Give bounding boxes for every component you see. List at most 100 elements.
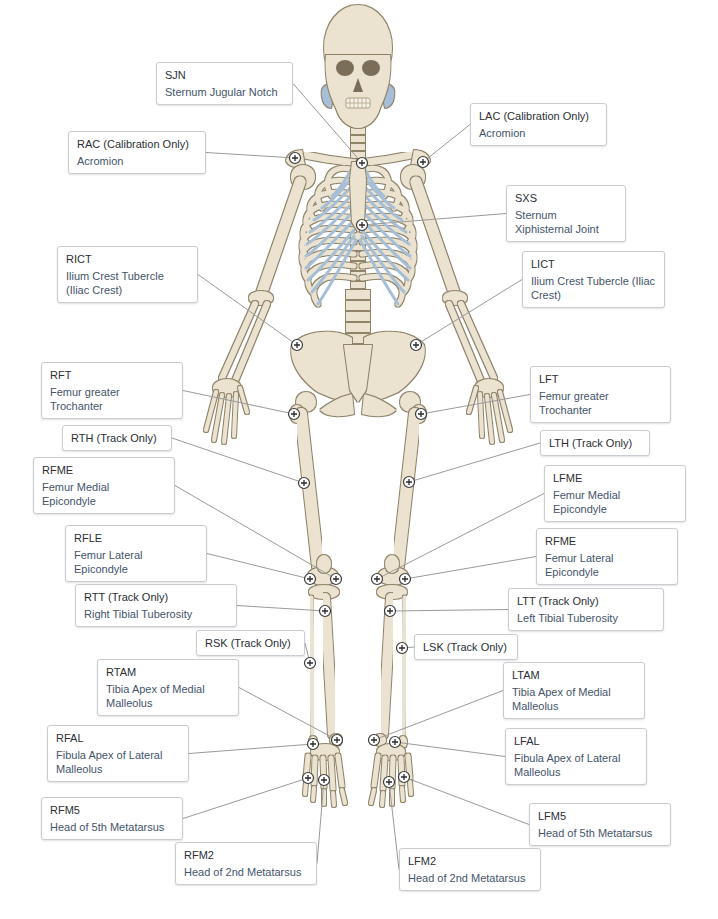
label-box: LTT (Track Only)Left Tibial Tuberosity <box>508 588 664 631</box>
description-label: Ilium Crest Tubercle (Iliac Crest) <box>531 274 656 302</box>
pubis <box>320 394 354 416</box>
fingers <box>206 388 247 442</box>
landmark-marker <box>397 643 408 654</box>
face <box>326 55 391 128</box>
code-label: RSK (Track Only) <box>205 636 296 650</box>
description-label: Fibula Apex of Lateral Malleolus <box>514 751 638 779</box>
marker-plus <box>401 774 407 780</box>
code-label: RFT <box>50 368 174 382</box>
label-box: RSK (Track Only) <box>196 630 305 656</box>
leader-line <box>389 782 399 870</box>
marker-plus <box>402 576 408 582</box>
landmark-marker <box>390 737 401 748</box>
marker-plus <box>399 645 405 651</box>
label-box: RFLEFemur Lateral Epicondyle <box>65 525 207 582</box>
landmark-marker <box>290 153 301 164</box>
marker-circle <box>303 773 314 784</box>
marker-circle <box>331 574 342 585</box>
skeleton-half-mirrored <box>360 84 510 805</box>
marker-circle <box>290 153 301 164</box>
landmark-marker <box>289 409 300 420</box>
label-box: RFMEFemur Lateral Epicondyle <box>536 528 678 585</box>
code-label: LFAL <box>514 734 638 748</box>
marker-circle <box>308 739 319 750</box>
description-label: Sternum Xiphisternal Joint <box>515 208 617 236</box>
code-label: LAC (Calibration Only) <box>479 109 598 123</box>
patella <box>317 555 331 573</box>
leader-line <box>293 84 362 164</box>
leader-line <box>405 557 536 580</box>
marker-circle <box>399 772 410 783</box>
code-label: RFM2 <box>184 848 308 862</box>
label-box: LFT Femur greater Trochanter <box>530 366 671 423</box>
code-label: RTH (Track Only) <box>71 431 163 445</box>
landmark-marker <box>357 220 368 231</box>
marker-circle <box>292 340 303 351</box>
code-label: RTAM <box>106 665 230 679</box>
tibia <box>325 598 333 734</box>
leader-line <box>423 125 470 163</box>
label-box: LFMEFemur Medial Epicondyle <box>544 465 686 522</box>
landmark-marker <box>385 606 396 617</box>
leader-line <box>416 280 522 346</box>
description-label: Head of 2nd Metatarsus <box>184 865 308 879</box>
marker-plus <box>307 576 313 582</box>
code-label: LFM2 <box>408 854 532 868</box>
landmark-marker <box>303 773 314 784</box>
code-label: LFT <box>539 372 662 386</box>
label-box: SXSSternum Xiphisternal Joint <box>506 185 626 242</box>
label-box: LFM2Head of 2nd Metatarsus <box>399 848 541 891</box>
marker-circle <box>400 574 411 585</box>
code-label: RICT <box>66 252 189 266</box>
description-label: Femur greater Trochanter <box>539 389 662 417</box>
marker-circle <box>384 777 395 788</box>
marker-circle <box>299 478 310 489</box>
marker-circle <box>305 658 316 669</box>
landmark-marker <box>399 772 410 783</box>
marker-plus <box>418 411 424 417</box>
marker-circle <box>369 735 380 746</box>
marker-circle <box>320 606 331 617</box>
marker-plus <box>305 775 311 781</box>
marker-plus <box>374 576 380 582</box>
label-box: RFMEFemur Medial Epicondyle <box>33 457 175 514</box>
lumbar-vertebrae <box>346 290 370 343</box>
marker-plus <box>420 159 426 165</box>
leader-line <box>198 275 297 346</box>
description-label: Femur Medial Epicondyle <box>553 488 677 516</box>
landmark-marker <box>400 574 411 585</box>
leader-line <box>206 153 295 159</box>
landmark-marker <box>404 477 415 488</box>
leader-line <box>374 691 503 741</box>
label-box: LFAL Fibula Apex of Lateral Malleolus <box>505 728 647 785</box>
description-label: Sternum Jugular Notch <box>165 85 284 99</box>
medial-malleolus <box>330 734 342 746</box>
description-label: Femur Medial Epicondyle <box>42 480 166 508</box>
description-label: Tibia Apex of Medial Malleolus <box>106 682 230 710</box>
marker-plus <box>334 737 340 743</box>
code-label: RAC (Calibration Only) <box>77 137 197 151</box>
label-box: LSK (Track Only) <box>414 634 518 660</box>
code-label: RFM5 <box>50 803 174 817</box>
marker-plus <box>321 777 327 783</box>
fibula <box>311 598 313 740</box>
marker-circle <box>416 409 427 420</box>
code-label: LFM5 <box>538 809 662 823</box>
code-label: RTT (Track Only) <box>84 590 228 604</box>
acromion <box>286 150 305 167</box>
marker-circle <box>390 737 401 748</box>
label-box: RTAM Tibia Apex of Medial Malleolus <box>97 659 239 716</box>
leader-line <box>189 744 313 754</box>
code-label: SJN <box>165 68 284 82</box>
marker-circle <box>404 477 415 488</box>
label-box: RICT Ilium Crest Tubercle (Iliac Crest) <box>57 246 198 303</box>
label-box: RTH (Track Only) <box>62 425 172 451</box>
label-box: RFTFemur greater Trochanter <box>41 362 183 419</box>
description-label: Ilium Crest Tubercle (Iliac Crest) <box>66 269 189 297</box>
leader-line <box>395 742 505 757</box>
marker-plus <box>322 608 328 614</box>
teeth <box>346 98 370 108</box>
eye-socket <box>362 60 380 76</box>
